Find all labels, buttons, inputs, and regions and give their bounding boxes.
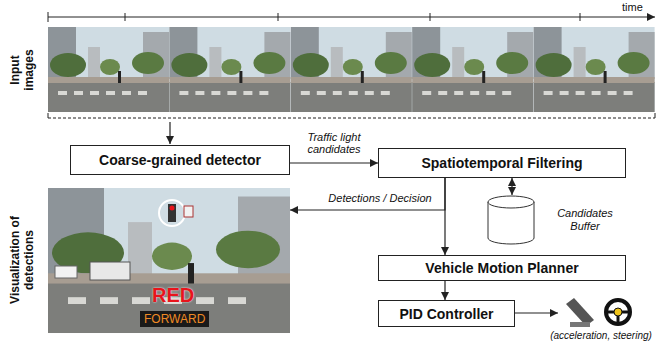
connector-arrow bbox=[290, 178, 445, 210]
cylinder-top bbox=[488, 196, 534, 208]
illustration-part bbox=[184, 206, 193, 217]
row-label: Input images bbox=[8, 40, 36, 100]
illustration-part bbox=[90, 262, 130, 280]
axis-label: time bbox=[622, 1, 656, 14]
illustration-part bbox=[430, 13, 431, 21]
illustration-part bbox=[412, 27, 533, 112]
illustration-part bbox=[48, 12, 49, 22]
illustration-part bbox=[617, 316, 620, 323]
row-label: Visualization of detections bbox=[8, 195, 36, 325]
illustration-part bbox=[169, 27, 290, 112]
process-box: Coarse-grained detector bbox=[70, 145, 290, 175]
process-box: Vehicle Motion Planner bbox=[378, 255, 626, 281]
illustration-part bbox=[622, 311, 629, 314]
illustration-part bbox=[170, 206, 175, 211]
edge-label: Traffic light candidates bbox=[293, 131, 375, 155]
illustration-part bbox=[48, 17, 655, 18]
illustration-part bbox=[606, 300, 630, 324]
illustration-part bbox=[580, 13, 581, 21]
cylinder-outline bbox=[487, 195, 535, 245]
node-text: FORWARD bbox=[140, 311, 209, 327]
illustration-part bbox=[48, 188, 290, 333]
illustration-part bbox=[55, 266, 77, 278]
node-text: Vehicle Motion Planner bbox=[425, 260, 578, 276]
process-box: Spatiotemporal Filtering bbox=[378, 148, 626, 178]
illustration-part bbox=[655, 113, 656, 118]
illustration-part bbox=[534, 27, 655, 112]
illustration-part bbox=[614, 308, 622, 316]
illustration-part bbox=[291, 27, 412, 112]
process-box: PID Controller bbox=[378, 300, 515, 327]
illustration-part bbox=[566, 298, 594, 326]
connector-arrow bbox=[511, 178, 512, 195]
node-text: Spatiotemporal Filtering bbox=[421, 155, 582, 171]
connector-arrow bbox=[444, 178, 445, 255]
illustration-part bbox=[125, 13, 126, 21]
illustration-part bbox=[169, 122, 170, 144]
illustration-part bbox=[48, 118, 655, 119]
node-text: PID Controller bbox=[399, 306, 493, 322]
output-label: (acceleration, steering) bbox=[536, 330, 666, 342]
illustration-part bbox=[168, 204, 176, 222]
illustration-part bbox=[159, 200, 185, 226]
connector-arrow bbox=[290, 162, 378, 163]
node-text: RED bbox=[152, 284, 194, 307]
illustration-part bbox=[48, 27, 169, 112]
illustration-part bbox=[515, 312, 558, 313]
connector-arrow bbox=[444, 281, 445, 300]
edge-label: Detections / Decision bbox=[318, 192, 442, 205]
node-text: Coarse-grained detector bbox=[99, 152, 261, 168]
node-text: Candidates Buffer bbox=[545, 207, 625, 233]
illustration-part bbox=[48, 113, 49, 118]
illustration-part bbox=[607, 311, 614, 314]
illustration-part bbox=[570, 322, 590, 327]
buffer-cylinder: Candidates Buffer bbox=[487, 195, 627, 245]
illustration-part bbox=[278, 13, 279, 21]
visualization-image: RED FORWARD bbox=[48, 188, 290, 333]
